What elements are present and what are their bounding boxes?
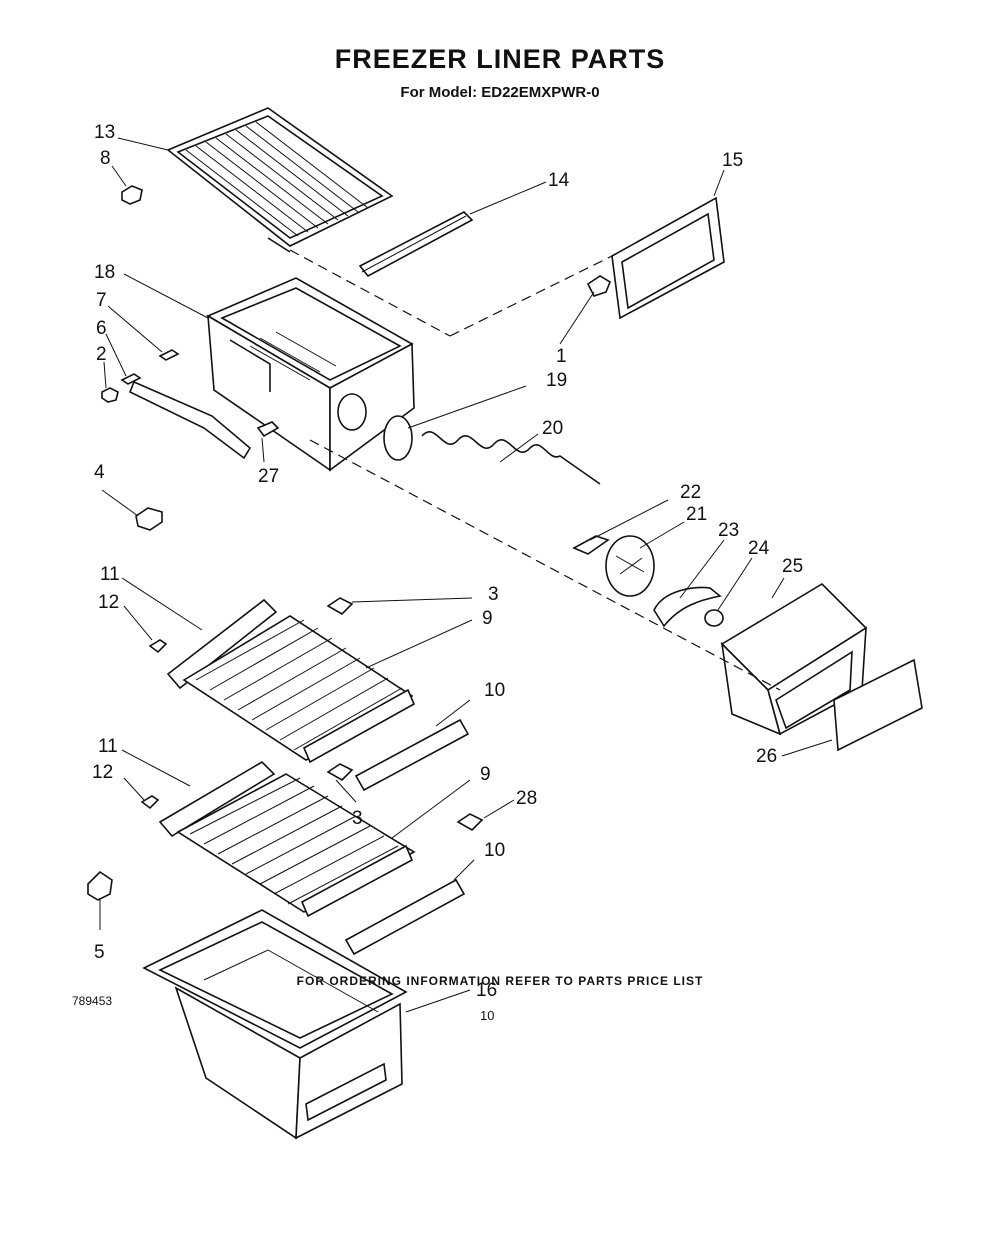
callout: 24	[748, 538, 770, 559]
callout: 21	[686, 504, 707, 525]
assembly-guide-line-top	[289, 249, 451, 337]
coupler-part-22	[572, 535, 610, 555]
callout: 3	[352, 808, 363, 829]
bearing-part-19	[383, 415, 413, 461]
callout: 2	[96, 344, 107, 365]
callout: 10	[484, 840, 505, 861]
bracket-part-23	[653, 586, 722, 628]
trim-bar-part-14	[358, 211, 474, 278]
callout: 9	[482, 608, 493, 629]
callout: 22	[680, 482, 701, 503]
knob-part-4	[135, 507, 163, 531]
callout: 26	[756, 746, 777, 767]
callout: 13	[94, 122, 115, 143]
trim-part-10b	[344, 878, 466, 956]
callout: 27	[258, 466, 279, 487]
freezer-bin-part-16	[142, 909, 408, 1140]
callout: 25	[782, 556, 803, 577]
ordering-note: FOR ORDERING INFORMATION REFER TO PARTS …	[296, 974, 704, 988]
callout: 1	[556, 346, 567, 367]
ice-bin-housing-part-18	[206, 277, 415, 472]
drive-wheel-part-21	[605, 535, 655, 597]
bracket-assembly	[101, 349, 280, 460]
lower-shelf-part-9	[158, 760, 416, 918]
leader-lines	[99, 137, 833, 1013]
callout: 14	[548, 170, 570, 191]
callout: 15	[722, 150, 743, 171]
model-subtitle: For Model: ED22EMXPWR-0	[400, 84, 600, 101]
clip-part-28	[456, 813, 484, 831]
callout: 11	[100, 564, 120, 585]
clip-part-8	[121, 185, 143, 205]
assembly-guide-line	[309, 439, 781, 691]
callout: 28	[516, 788, 537, 809]
clip-part-12	[148, 639, 168, 654]
knob-part-5	[87, 870, 113, 901]
callout: 6	[96, 318, 107, 339]
page-number: 10	[480, 1008, 495, 1023]
callout: 5	[94, 942, 105, 963]
frame-part-15	[611, 196, 725, 320]
top-shelf-part	[166, 107, 394, 253]
callout: 4	[94, 462, 105, 483]
clip-part-3	[326, 597, 354, 615]
upper-shelf-part-9	[166, 598, 416, 764]
clip-part-1	[586, 275, 611, 297]
callout: 7	[96, 290, 107, 311]
callout-numbers: 13 8 14 15 18 7 6 2 1 19 20 27 4 22 21 2…	[92, 122, 803, 1001]
callout: 20	[542, 418, 563, 439]
auger-spring-part-20	[421, 431, 601, 485]
trim-part-10	[354, 718, 470, 792]
document-number: 789453	[72, 994, 113, 1008]
callout: 9	[480, 764, 491, 785]
bushing-part-24	[704, 609, 724, 627]
callout: 12	[92, 762, 113, 783]
callout: 12	[98, 592, 119, 613]
page-title: FREEZER LINER PARTS	[334, 44, 666, 74]
callout: 19	[546, 370, 567, 391]
callout: 16	[476, 980, 497, 1001]
callout: 3	[488, 584, 499, 605]
callout: 10	[484, 680, 505, 701]
clip-part-3b	[326, 763, 354, 781]
assembly-guide-line-top-2	[449, 255, 613, 337]
clip-part-12b	[140, 795, 160, 810]
callout: 11	[98, 736, 118, 757]
callout: 23	[718, 520, 739, 541]
callout: 8	[100, 148, 111, 169]
panel-part-26	[833, 658, 923, 752]
callout: 18	[94, 262, 115, 283]
